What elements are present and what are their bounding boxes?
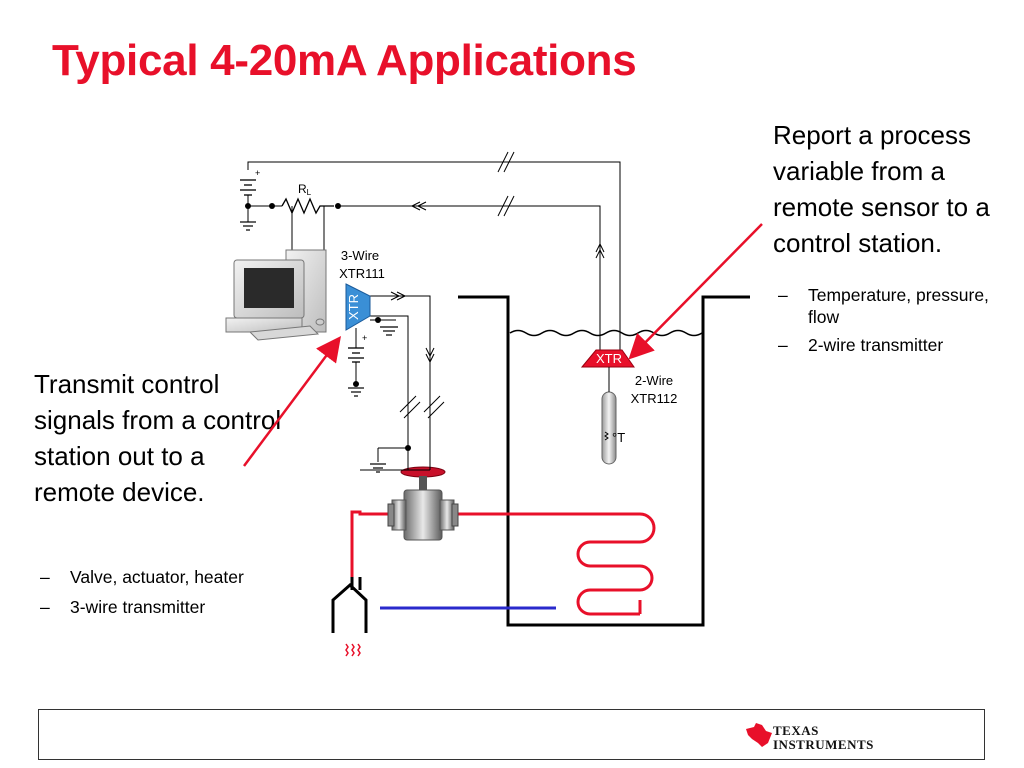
logo-word-instruments: INSTRUMENTS <box>773 737 874 752</box>
right-callout-heading: Report a process variable from a remote … <box>773 120 990 258</box>
callout-arrow-right <box>628 223 763 360</box>
junction-dots <box>245 203 411 451</box>
two-wire-label-1: 2-Wire <box>635 373 673 388</box>
three-wire-label-1: 3-Wire <box>341 248 379 263</box>
xtr111-chip: XTR <box>345 283 371 331</box>
resistor-symbol <box>281 197 334 215</box>
list-item: 3-wire transmitter <box>38 596 338 618</box>
heater <box>331 577 368 657</box>
texas-instruments-logo <box>746 723 772 747</box>
plus-label: + <box>255 168 260 178</box>
xtr111-chip-label: XTR <box>346 294 361 320</box>
resistor-label: RL <box>298 182 312 197</box>
return-pipe-red <box>350 510 642 614</box>
list-item: Valve, actuator, heater <box>38 566 338 588</box>
temperature-probe <box>601 391 617 465</box>
plus-label: + <box>362 333 367 343</box>
tank <box>458 295 750 627</box>
callout-arrow-left <box>242 335 341 467</box>
xtr112-chip: XTR <box>580 349 635 368</box>
current-arrows <box>390 201 605 363</box>
heating-coil <box>450 512 656 616</box>
right-bullet-list: Temperature, pressure, flow 2-wire trans… <box>776 284 1006 362</box>
xtr112-chip-label: XTR <box>596 351 622 366</box>
footer-bar <box>38 709 985 760</box>
rtd-symbol <box>604 431 609 441</box>
wire-break-marks <box>399 151 515 419</box>
ground-symbols <box>240 221 398 473</box>
three-wire-label-2: XTR111 <box>339 266 385 281</box>
valve <box>387 466 459 541</box>
slide-title: Typical 4-20mA Applications <box>52 36 637 85</box>
power-supply <box>240 179 364 363</box>
list-item: Temperature, pressure, flow <box>776 284 1006 328</box>
control-station-computer <box>225 249 327 341</box>
list-item: 2-wire transmitter <box>776 334 1006 356</box>
temperature-label: °T <box>612 430 625 445</box>
left-callout-heading: Transmit control signals from a control … <box>34 369 282 507</box>
texas-state-icon <box>746 723 772 747</box>
liquid-surface <box>509 329 703 337</box>
two-wire-label-2: XTR112 <box>631 391 678 406</box>
left-bullet-list: Valve, actuator, heater 3-wire transmitt… <box>38 566 338 626</box>
logo-word-texas: TEXAS <box>773 723 819 738</box>
